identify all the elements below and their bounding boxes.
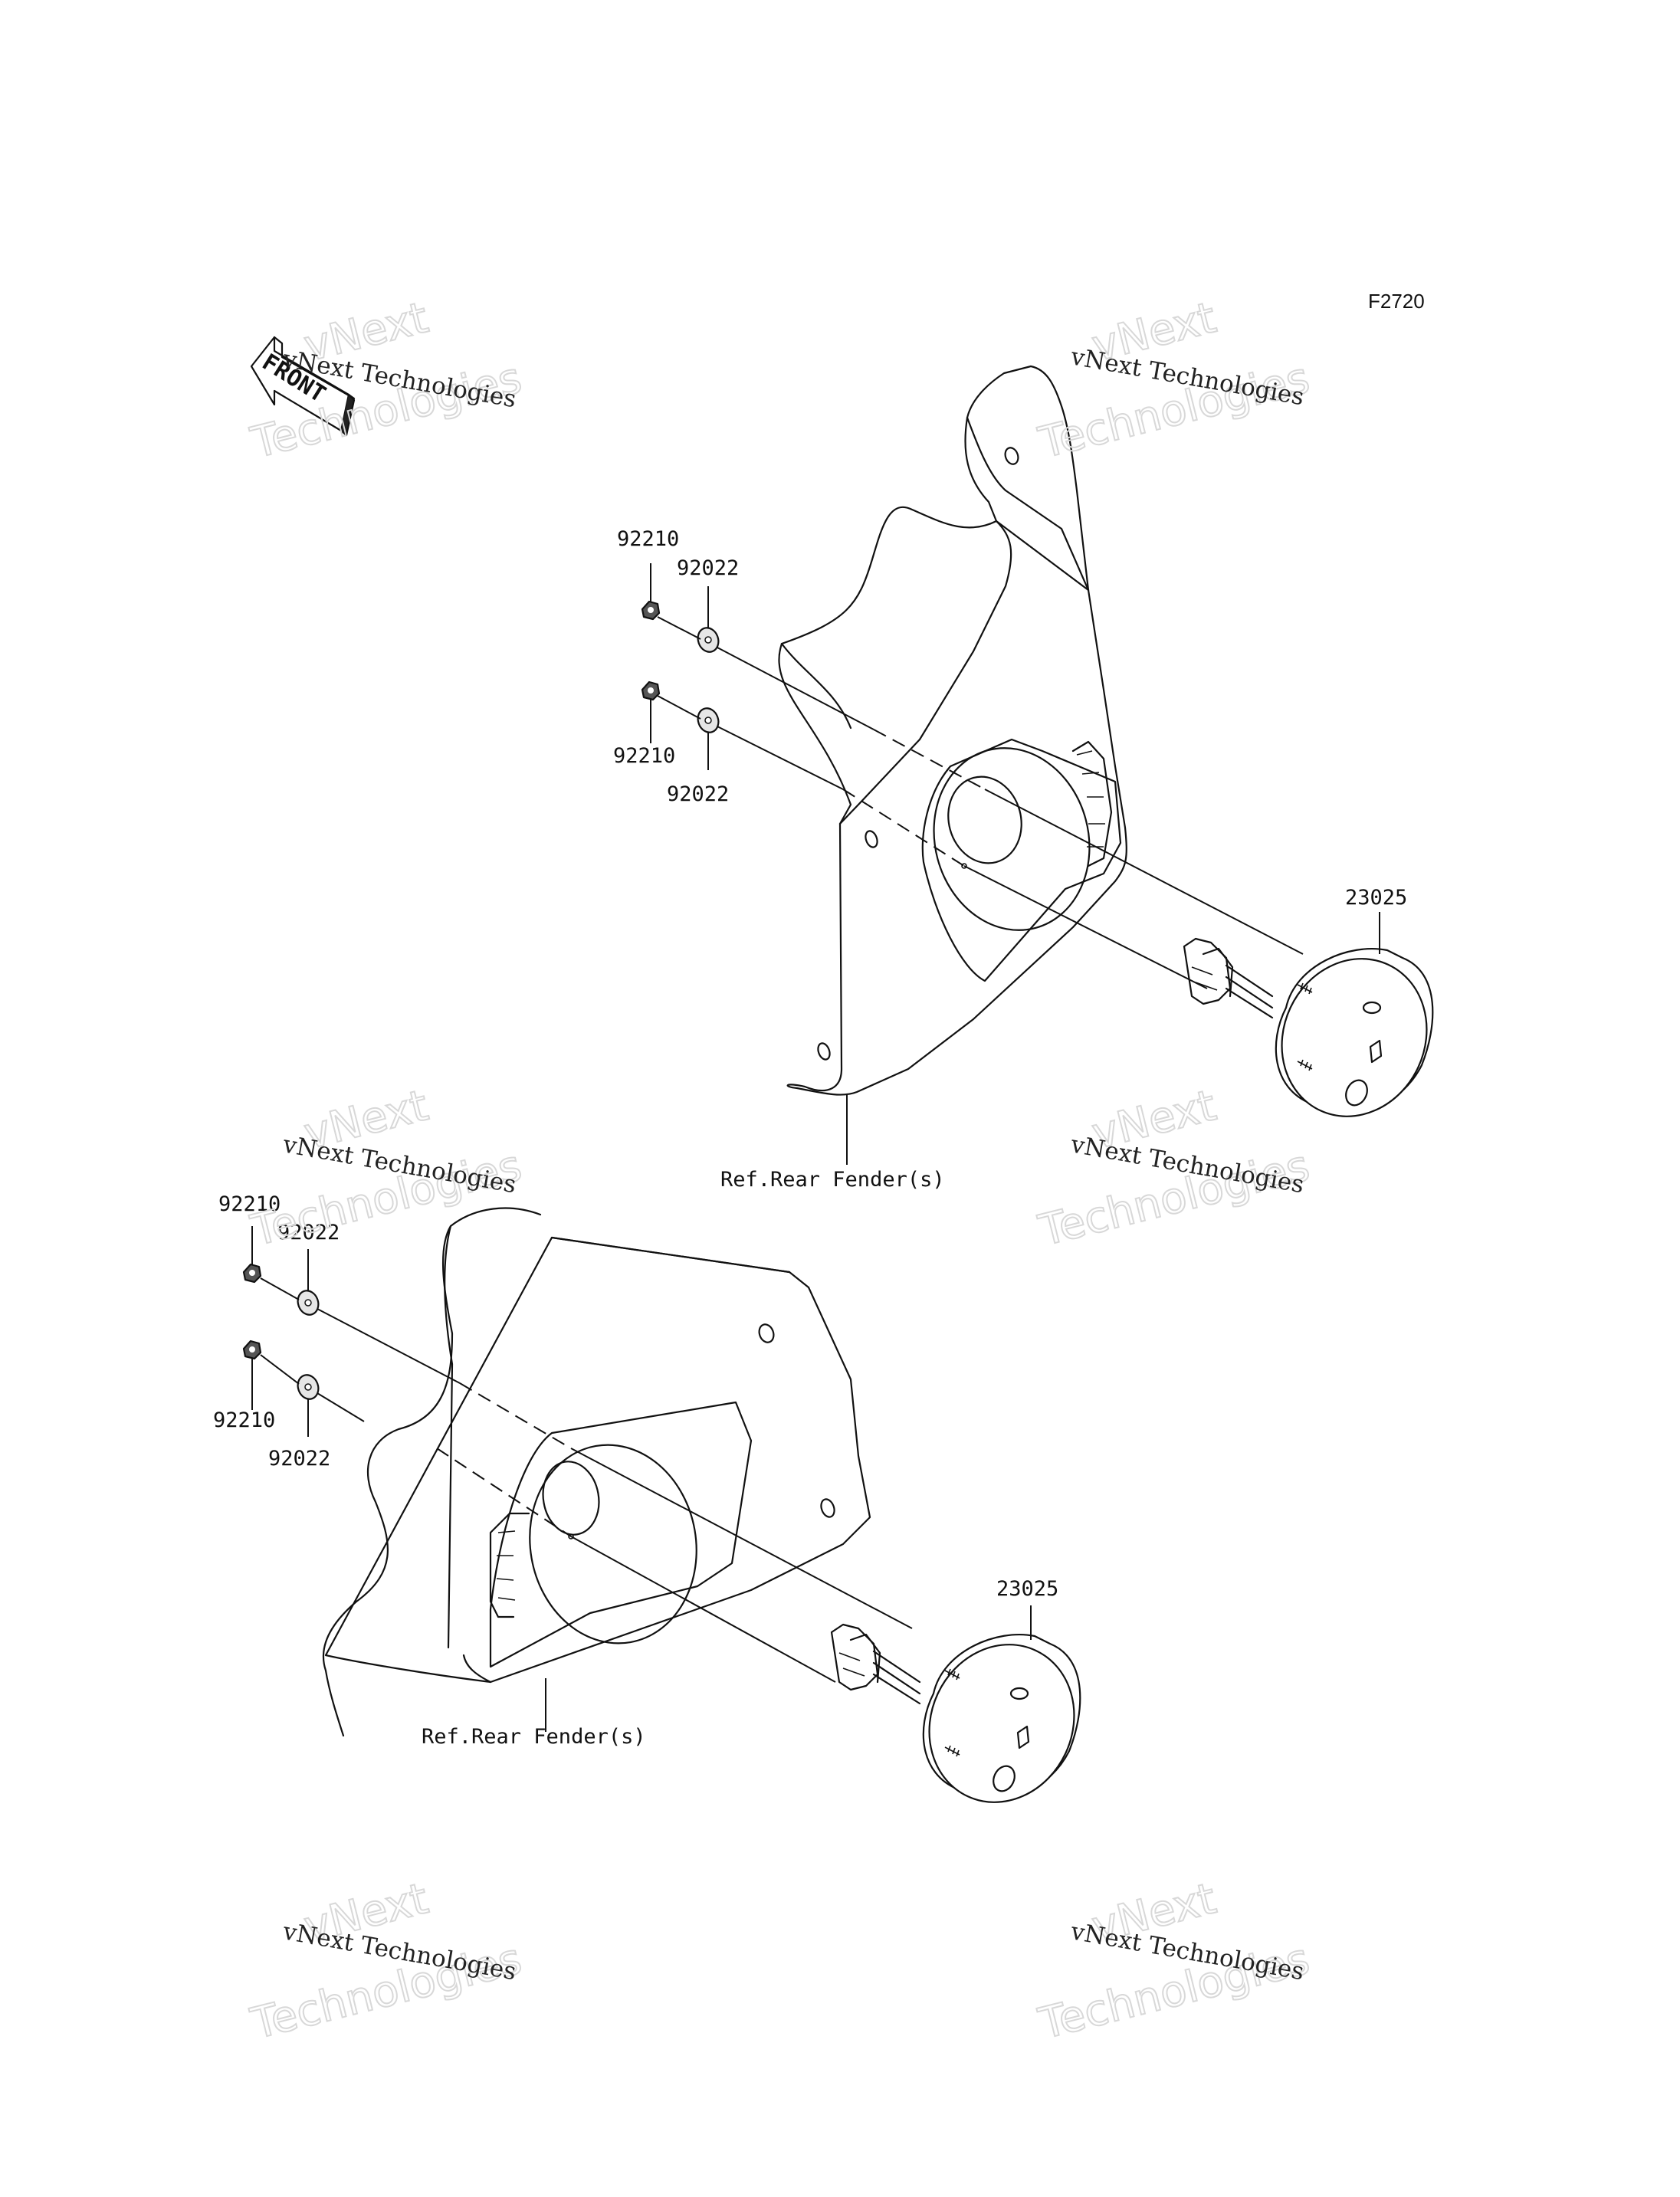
- bottom-nut-upper-icon: [242, 1263, 262, 1284]
- bottom-light-unit-icon: [830, 1623, 1081, 1803]
- top-light-unit-icon: [1183, 937, 1434, 1117]
- watermark-middle-left: vNext Technologies vNext Technologies: [245, 1080, 527, 1257]
- bottom-ref-label: Ref.Rear Fender(s): [422, 1725, 646, 1749]
- top-ref-label: Ref.Rear Fender(s): [720, 1168, 945, 1192]
- watermark-middle-right: vNext Technologies vNext Technologies: [1033, 1080, 1315, 1257]
- bottom-nut-lower-icon: [242, 1340, 262, 1360]
- top-nut-upper-icon: [641, 600, 661, 621]
- top-assembly: 92210 92022 92210 92022 23025 Ref.Rear F…: [613, 365, 1434, 1192]
- watermark-bottom-right: vNext Technologies vNext Technologies: [1033, 1873, 1315, 2050]
- bottom-washer-lower-label: 92022: [268, 1447, 330, 1471]
- top-washer-lower-icon: [697, 707, 720, 733]
- bottom-washer-upper-icon: [297, 1290, 320, 1316]
- bottom-nut-upper-label: 92210: [218, 1192, 281, 1216]
- top-nut-upper-label: 92210: [617, 527, 679, 551]
- bottom-rear-fender: [322, 1207, 871, 1737]
- watermark-bottom-left: vNext Technologies vNext Technologies: [245, 1873, 527, 2050]
- top-washer-lower-label: 92022: [667, 782, 729, 806]
- bottom-assembly: 92210 92022 92210 92022 23025 Ref.Rear F…: [213, 1192, 1081, 1803]
- diagram-code: F2720: [1368, 290, 1425, 313]
- top-nut-lower-label: 92210: [613, 744, 675, 768]
- watermark-top-right: vNext Technologies vNext Technologies: [1033, 292, 1315, 469]
- top-light-label: 23025: [1345, 886, 1407, 910]
- bottom-washer-lower-icon: [297, 1374, 320, 1400]
- bottom-nut-lower-label: 92210: [213, 1408, 275, 1432]
- bottom-washer-upper-label: 92022: [277, 1221, 340, 1244]
- bottom-light-label: 23025: [996, 1577, 1058, 1601]
- top-nut-lower-icon: [641, 680, 661, 701]
- top-washer-upper-label: 92022: [677, 556, 739, 580]
- top-washer-upper-icon: [697, 627, 720, 653]
- top-rear-fender: [778, 365, 1127, 1096]
